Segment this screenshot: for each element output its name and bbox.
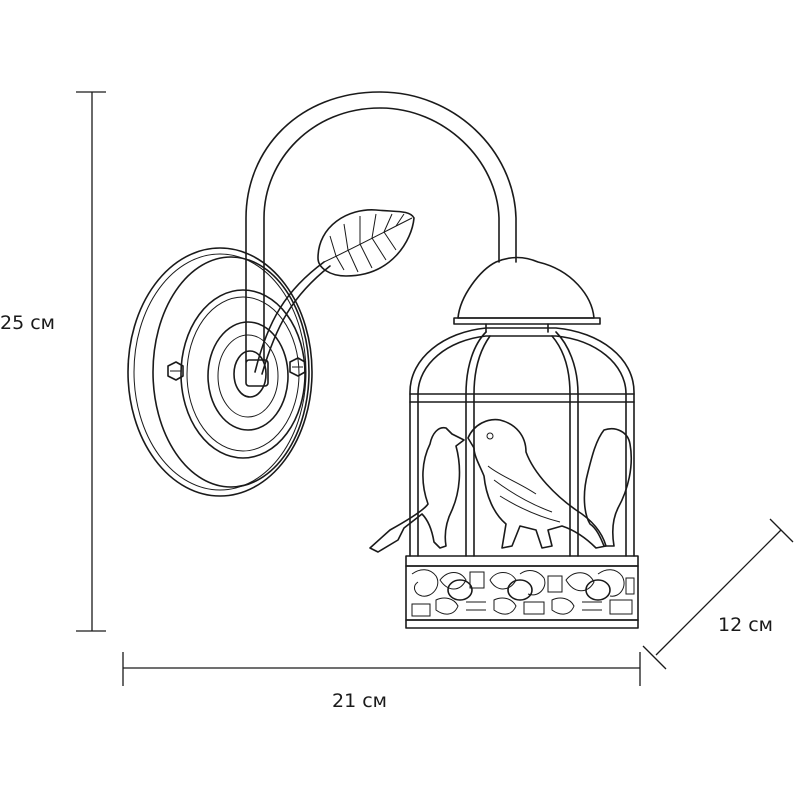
bird-cage [409,327,635,557]
screw-left [167,361,184,381]
width-dimension-line [122,652,641,686]
bird-left-silhouette [369,426,465,553]
lamp-arm [245,91,517,375]
depth-dimension-line [642,518,794,670]
bird-right-silhouette [583,428,633,547]
cage-top-dome [453,256,601,333]
depth-label: 12 см [718,614,773,636]
height-label: 25 см [0,312,55,334]
cage-decorative-base [405,555,639,629]
leaf-ornament [317,209,415,277]
wall-plate [127,247,313,497]
height-dimension-line [76,91,106,632]
screw-right [289,357,306,377]
width-label: 21 см [332,690,387,712]
